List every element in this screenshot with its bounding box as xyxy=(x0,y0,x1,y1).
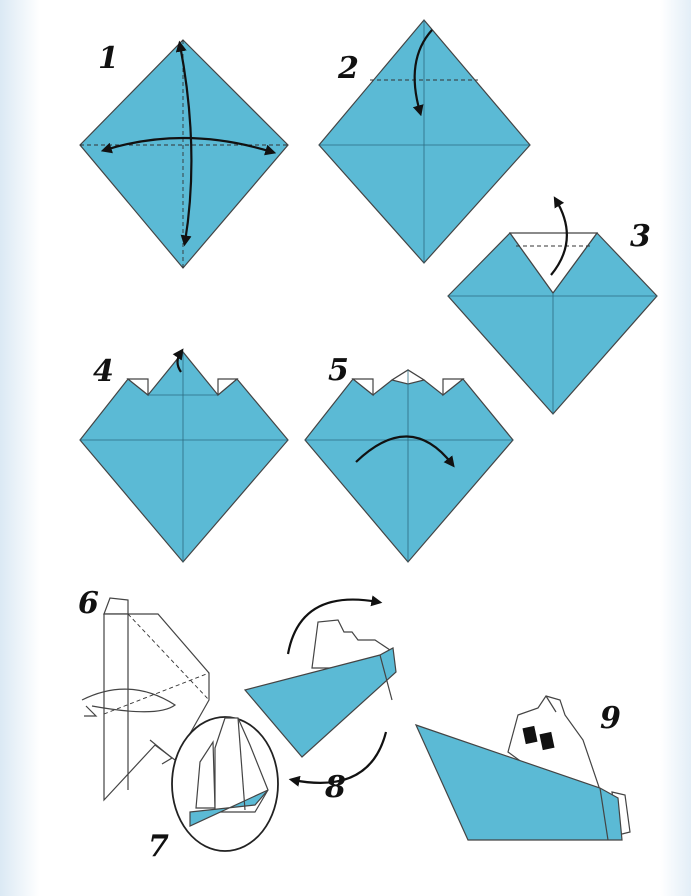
step-2: 2 xyxy=(319,20,530,263)
step-9-number: 9 xyxy=(600,701,621,736)
step-5-shape xyxy=(305,370,513,562)
step-1: 1 xyxy=(80,40,288,268)
step-8-number: 8 xyxy=(324,770,346,805)
step-4-number: 4 xyxy=(93,354,114,389)
step-7-number: 7 xyxy=(148,829,169,864)
step-5: 5 xyxy=(305,353,513,562)
step-9: 9 xyxy=(416,696,630,840)
step-3-number: 3 xyxy=(630,219,651,254)
step-2-number: 2 xyxy=(337,51,359,86)
step-6-number: 6 xyxy=(78,586,99,621)
step-1-number: 1 xyxy=(98,41,119,76)
step-4: 4 xyxy=(80,352,288,562)
step-3: 3 xyxy=(448,200,657,414)
step-5-number: 5 xyxy=(328,353,349,388)
